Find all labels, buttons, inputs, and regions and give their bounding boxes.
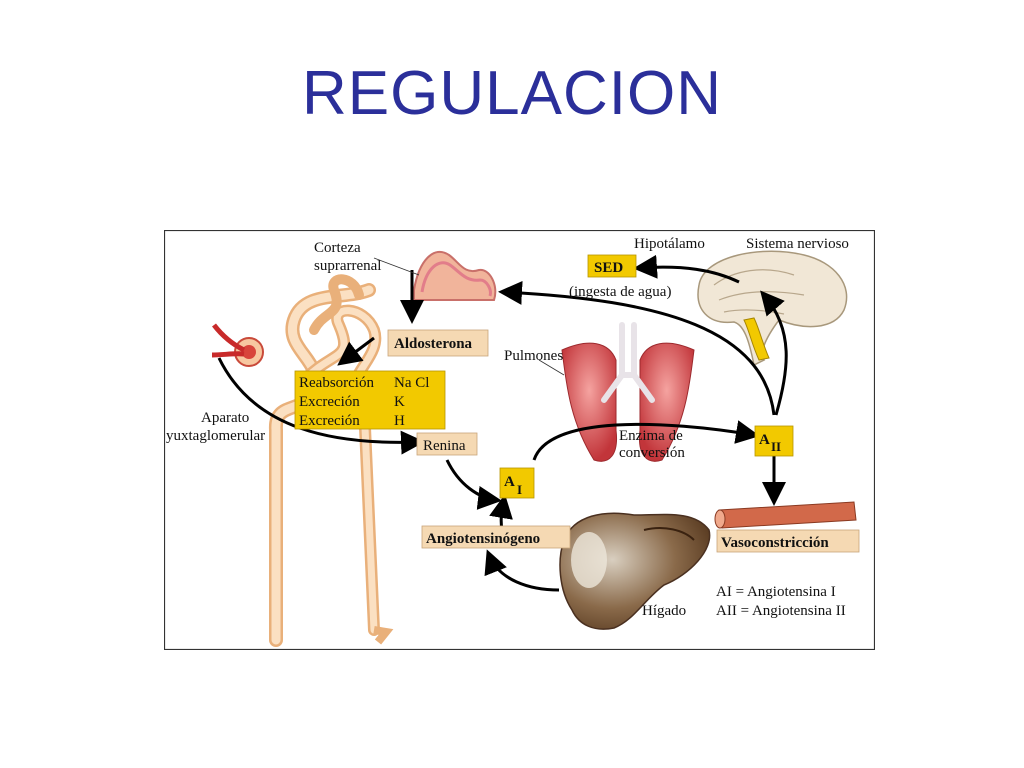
label-angiotensinogeno: Angiotensinógeno (426, 531, 540, 547)
sed-box (587, 254, 637, 278)
label-reabsorcion: Reabsorción (299, 375, 374, 391)
ai-box (499, 467, 535, 499)
label-higado: Hígado (642, 603, 686, 619)
label-vasoconstriccion: Vasoconstricción (721, 535, 829, 551)
vasoconstriccion-box (716, 529, 860, 553)
label-corteza: Corteza (314, 240, 361, 256)
label-ai-sub: I (517, 482, 522, 497)
label-h: H (394, 413, 405, 429)
label-na-cl: Na Cl (394, 375, 429, 391)
liver-illustration (559, 512, 711, 630)
label-sistema-nervioso: Sistema nervioso (746, 236, 849, 252)
aldosterona-box (387, 329, 489, 357)
label-excrecion-h: Excreción (299, 413, 360, 429)
label-suprarrenal: suprarrenal (314, 258, 381, 274)
label-aii-sub: II (771, 439, 781, 454)
label-excrecion-k: Excreción (299, 394, 360, 410)
lungs-illustration (561, 322, 695, 462)
label-ai-a: A (504, 474, 515, 490)
label-renina: Renina (423, 438, 466, 454)
label-aparato: Aparato (201, 410, 249, 426)
label-ingesta: (ingesta de agua) (569, 284, 671, 300)
blood-vessel-illustration (714, 501, 857, 529)
label-enzima: Enzima de (619, 428, 683, 444)
raas-diagram: Corteza suprarrenal Hipotálamo Sistema n… (164, 230, 875, 650)
label-yuxtaglomerular: yuxtaglomerular (166, 428, 265, 444)
reabsorcion-box (294, 370, 446, 430)
label-conversion: conversión (619, 445, 685, 461)
label-aii-a: A (759, 432, 770, 448)
label-hipotalamo: Hipotálamo (634, 236, 705, 252)
legend-ai: AI = Angiotensina I (716, 584, 836, 600)
legend-aii: AII = Angiotensina II (716, 603, 846, 619)
angiotensinogeno-box (421, 525, 571, 549)
label-pulmones: Pulmones (504, 348, 563, 364)
aii-box (754, 425, 794, 457)
adrenal-gland-illustration (413, 250, 497, 301)
label-aldosterona: Aldosterona (394, 336, 473, 352)
renina-box (416, 432, 478, 456)
label-k: K (394, 394, 405, 410)
label-sed: SED (594, 260, 623, 276)
slide-title: REGULACION (302, 59, 722, 128)
